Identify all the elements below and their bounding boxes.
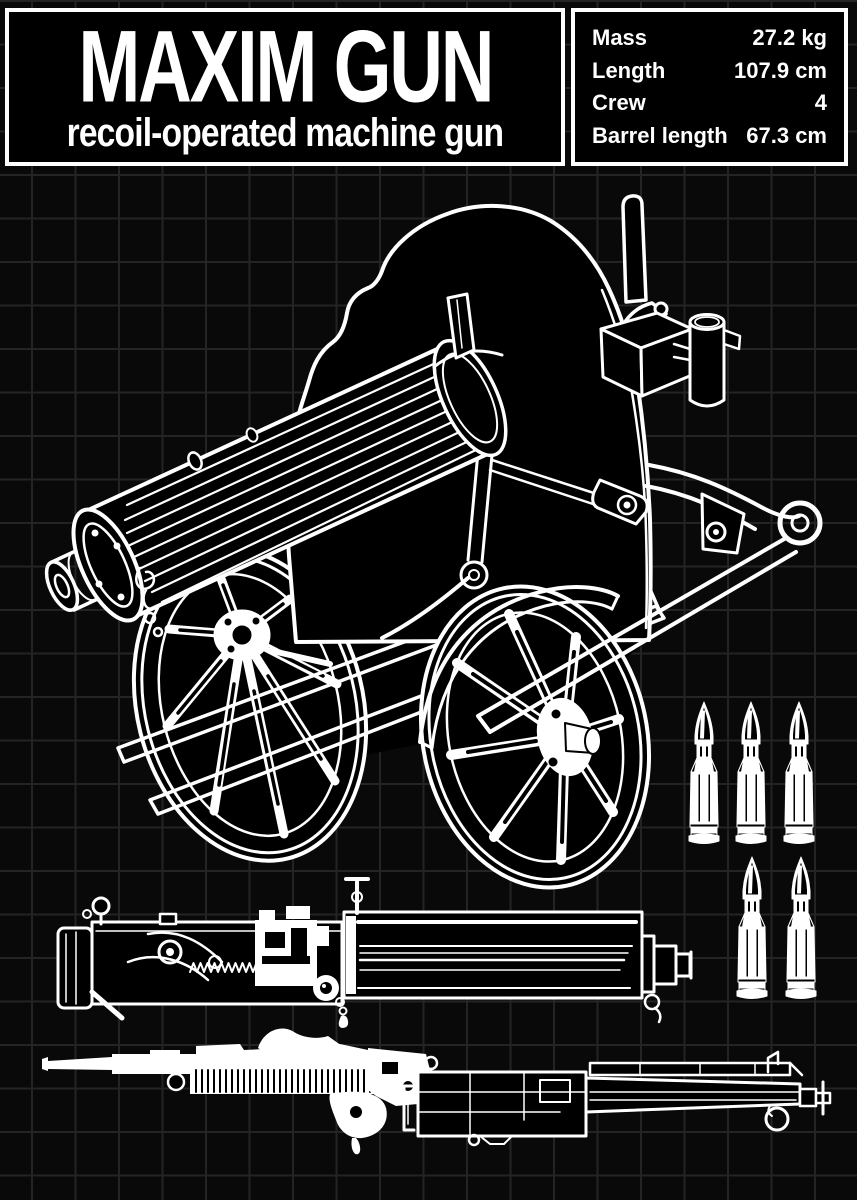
- spec-label: Mass: [592, 25, 648, 50]
- water-jacket: [44, 338, 508, 623]
- spec-label: Barrel length: [592, 122, 728, 148]
- spec-row-length: Length 107.9 cm: [592, 57, 827, 83]
- specs-panel: Mass 27.2 kg Length 107.9 cm Crew 4 Barr…: [571, 8, 848, 166]
- spec-value: 4: [814, 90, 827, 116]
- breech-block: [599, 311, 694, 398]
- cartridge-group: [688, 701, 817, 999]
- front-sight: [432, 292, 504, 369]
- breech-collar: [432, 338, 508, 458]
- spec-value: 67.3 cm: [746, 122, 827, 148]
- recoil-spring: [189, 962, 268, 973]
- spec-label: Crew: [592, 90, 646, 116]
- spec-row-mass: Mass 27.2 kg: [592, 27, 827, 49]
- spec-row-barrel-length: Barrel length 67.3 cm: [592, 122, 827, 148]
- side-view-cutaway: [56, 877, 693, 1028]
- filler-plug: [187, 451, 203, 471]
- side-view-silhouette: [42, 1028, 430, 1155]
- spade-grip: [56, 926, 94, 1010]
- sling-hook: [135, 566, 164, 638]
- mudguard: [418, 585, 620, 750]
- spec-row-crew: Crew 4: [592, 92, 827, 114]
- spec-label: Length: [592, 57, 666, 83]
- feed-block: [255, 906, 329, 986]
- side-view-outline: [402, 1050, 832, 1147]
- fusee-cover-cylinder: [672, 313, 742, 408]
- elevation-gear: [380, 450, 649, 640]
- poster-subtitle: recoil-operated machine gun: [66, 110, 504, 155]
- jacket-end-cap: [71, 507, 145, 623]
- main-illustration-maxim-gun: [44, 194, 823, 890]
- jacket-ribs: [123, 359, 482, 604]
- spec-value: 27.2 kg: [752, 25, 827, 50]
- trail-handles: [476, 463, 823, 734]
- spec-value: 107.9 cm: [734, 57, 827, 83]
- cutaway-water-jacket: [342, 910, 644, 1000]
- right-wheel: [418, 584, 652, 890]
- poster-title: MAXIM GUN: [78, 9, 494, 124]
- title-box: MAXIM GUN recoil-operated machine gun: [5, 8, 565, 166]
